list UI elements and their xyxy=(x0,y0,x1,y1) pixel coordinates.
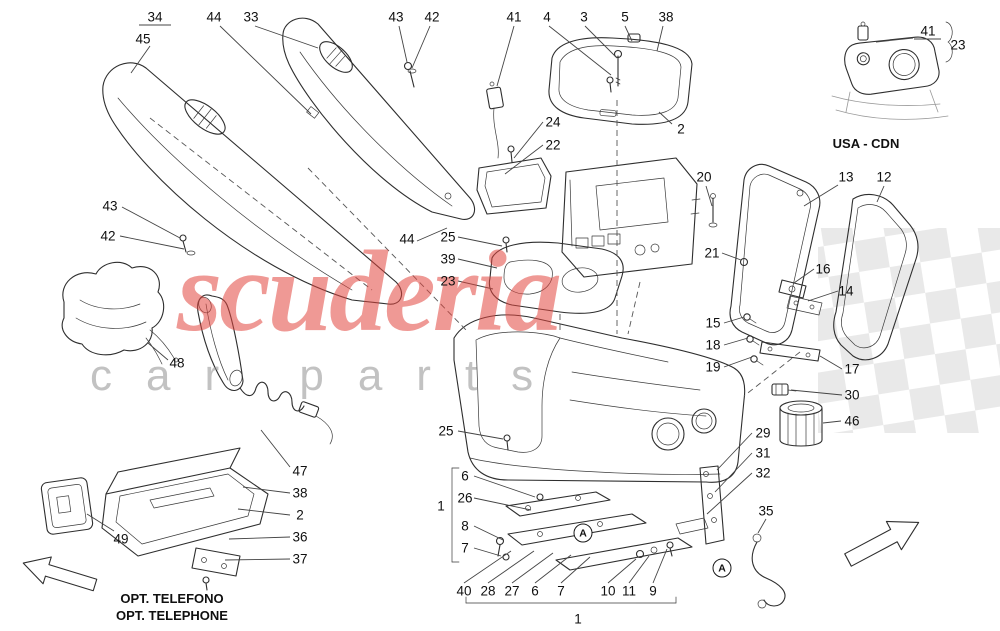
callout-27: 27 xyxy=(504,583,520,599)
ashtray-drawing xyxy=(476,145,552,215)
callout-24: 24 xyxy=(545,114,561,130)
callout-49: 49 xyxy=(113,531,129,547)
direction-arrow-left xyxy=(22,556,98,592)
callout-32: 32 xyxy=(755,465,771,481)
callout-14: 14 xyxy=(838,283,854,299)
callout-40: 40 xyxy=(456,583,472,599)
direction-arrow-right xyxy=(844,520,920,567)
callout-7: 7 xyxy=(461,540,469,556)
brand-watermark-sub: car parts xyxy=(90,351,567,400)
callout-15: 15 xyxy=(705,315,721,331)
callout-3: 3 xyxy=(580,9,588,25)
callout-21: 21 xyxy=(704,245,720,261)
callout-18: 18 xyxy=(705,337,721,353)
callout-35: 35 xyxy=(758,503,774,519)
callout-25: 25 xyxy=(438,423,454,439)
opt-telephone-caption: OPT. TELEFONO OPT. TELEPHONE xyxy=(116,591,228,625)
callout-36: 36 xyxy=(292,529,308,545)
callout-23: 23 xyxy=(950,37,966,53)
brand-watermark-main: scuderia xyxy=(176,228,560,356)
right-lids-drawing xyxy=(708,163,919,361)
callout-5: 5 xyxy=(621,9,629,25)
ref-marker-a-2: A xyxy=(712,558,732,578)
callout-41: 41 xyxy=(506,9,522,25)
callout-16: 16 xyxy=(815,261,831,277)
callout-41: 41 xyxy=(920,23,936,39)
callout-47: 47 xyxy=(292,463,308,479)
opt-telephone-line2: OPT. TELEPHONE xyxy=(116,607,228,623)
usa-cdn-inset-drawing xyxy=(831,21,953,120)
callout-28: 28 xyxy=(480,583,496,599)
callout-9: 9 xyxy=(649,583,657,599)
callout-37: 37 xyxy=(292,551,308,567)
opt-telephone-line1: OPT. TELEFONO xyxy=(120,591,224,606)
callout-31: 31 xyxy=(755,445,771,461)
radio-unit-drawing xyxy=(561,157,701,278)
callout-30: 30 xyxy=(844,387,860,403)
callout-46: 46 xyxy=(844,413,860,429)
callout-13: 13 xyxy=(838,169,854,185)
checkered-flag-watermark xyxy=(818,228,1000,433)
callout-43: 43 xyxy=(102,198,118,214)
console-body-drawing xyxy=(307,100,801,483)
callout-33: 33 xyxy=(243,9,259,25)
callout-39: 39 xyxy=(440,251,456,267)
phone-kit-drawing xyxy=(40,261,333,591)
callout-12: 12 xyxy=(876,169,892,185)
callout-20: 20 xyxy=(696,169,712,185)
brand-watermark: scuderia car parts xyxy=(90,228,567,400)
callout-1: 1 xyxy=(437,498,445,514)
callout-2: 2 xyxy=(677,121,685,137)
ground-cable-drawing xyxy=(751,533,786,609)
callout-38: 38 xyxy=(658,9,674,25)
callout-26: 26 xyxy=(457,490,473,506)
callout-45: 45 xyxy=(135,31,151,47)
callout-25: 25 xyxy=(440,229,456,245)
callout-17: 17 xyxy=(844,361,860,377)
callout-23: 23 xyxy=(440,273,456,289)
callout-44: 44 xyxy=(399,231,415,247)
console-lid-drawing xyxy=(486,33,693,159)
ref-marker-a-1: A xyxy=(573,523,593,543)
callout-29: 29 xyxy=(755,425,771,441)
callout-8: 8 xyxy=(461,518,469,534)
callout-10: 10 xyxy=(600,583,616,599)
callout-42: 42 xyxy=(424,9,440,25)
usa-cdn-caption: USA - CDN xyxy=(832,136,900,151)
leader-lines xyxy=(86,24,914,584)
callout-19: 19 xyxy=(705,359,721,375)
callout-11: 11 xyxy=(621,583,637,599)
callout-4: 4 xyxy=(543,9,551,25)
callout-48: 48 xyxy=(169,355,185,371)
callout-34: 34 xyxy=(147,9,163,25)
callout-43: 43 xyxy=(388,9,404,25)
bottom-brackets-drawing xyxy=(451,465,725,604)
hinge-parts-drawing xyxy=(739,257,823,447)
callout-6: 6 xyxy=(461,468,469,484)
callout-6: 6 xyxy=(531,583,539,599)
callout-22: 22 xyxy=(545,137,561,153)
callout-42: 42 xyxy=(100,228,116,244)
callout-2: 2 xyxy=(296,507,304,523)
callout-38: 38 xyxy=(292,485,308,501)
callout-7: 7 xyxy=(557,583,565,599)
callout-44: 44 xyxy=(206,9,222,25)
tray-insert-drawing xyxy=(488,236,624,314)
callout-1: 1 xyxy=(574,611,582,627)
